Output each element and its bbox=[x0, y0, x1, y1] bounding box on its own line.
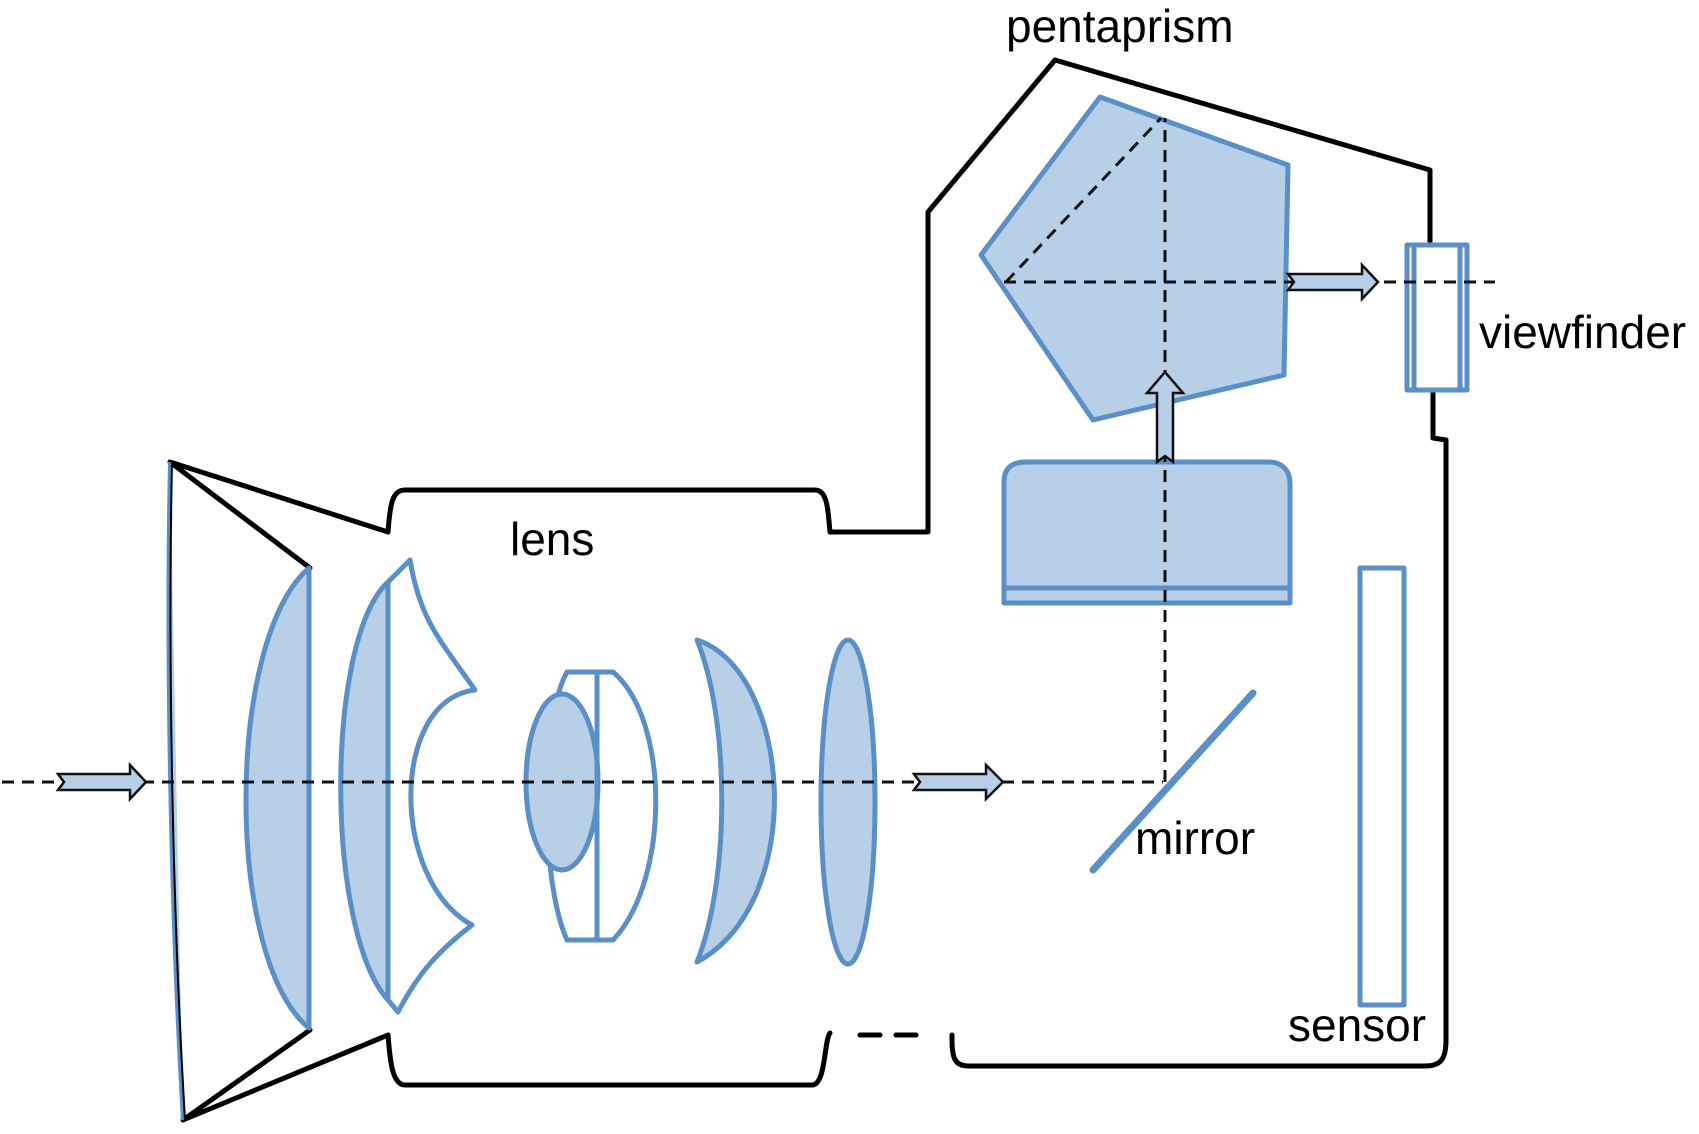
lens-element-7 bbox=[818, 637, 878, 967]
lens-group bbox=[243, 557, 878, 1031]
mirror-label: mirror bbox=[1135, 812, 1255, 864]
lens-hood-top bbox=[167, 459, 391, 571]
front-element-edge bbox=[169, 461, 186, 1121]
front-element bbox=[166, 461, 185, 1121]
body-right-outline bbox=[949, 389, 1449, 1069]
to-viewfinder-arrow-icon bbox=[1285, 261, 1380, 303]
camera-body-outline bbox=[167, 57, 1449, 1123]
mirror bbox=[1089, 689, 1257, 874]
pentaprism bbox=[978, 94, 1291, 423]
viewfinder-label: viewfinder bbox=[1479, 306, 1686, 358]
body-top-outline bbox=[385, 57, 1433, 535]
light-arrows bbox=[55, 261, 1380, 803]
lens-element-1 bbox=[243, 565, 312, 1031]
pentaprism-label: pentaprism bbox=[1006, 0, 1234, 52]
to-pentaprism-arrow-icon bbox=[1144, 370, 1186, 465]
focusing-screen bbox=[1001, 459, 1293, 606]
prism-diagonal-ray bbox=[1004, 116, 1163, 284]
lens-element-6 bbox=[694, 637, 777, 965]
lens-hood-bottom bbox=[180, 1027, 391, 1123]
lens-label: lens bbox=[510, 513, 594, 565]
lens-barrel-bottom bbox=[385, 1030, 833, 1088]
viewfinder bbox=[1404, 242, 1470, 393]
through-lens-arrow-icon bbox=[911, 761, 1005, 803]
sensor-label: sensor bbox=[1288, 999, 1426, 1051]
lens-element-2 bbox=[338, 579, 391, 1003]
entering-light-arrow-icon bbox=[55, 761, 148, 803]
lens-element-3 bbox=[385, 557, 478, 1015]
sensor bbox=[1357, 565, 1407, 1008]
